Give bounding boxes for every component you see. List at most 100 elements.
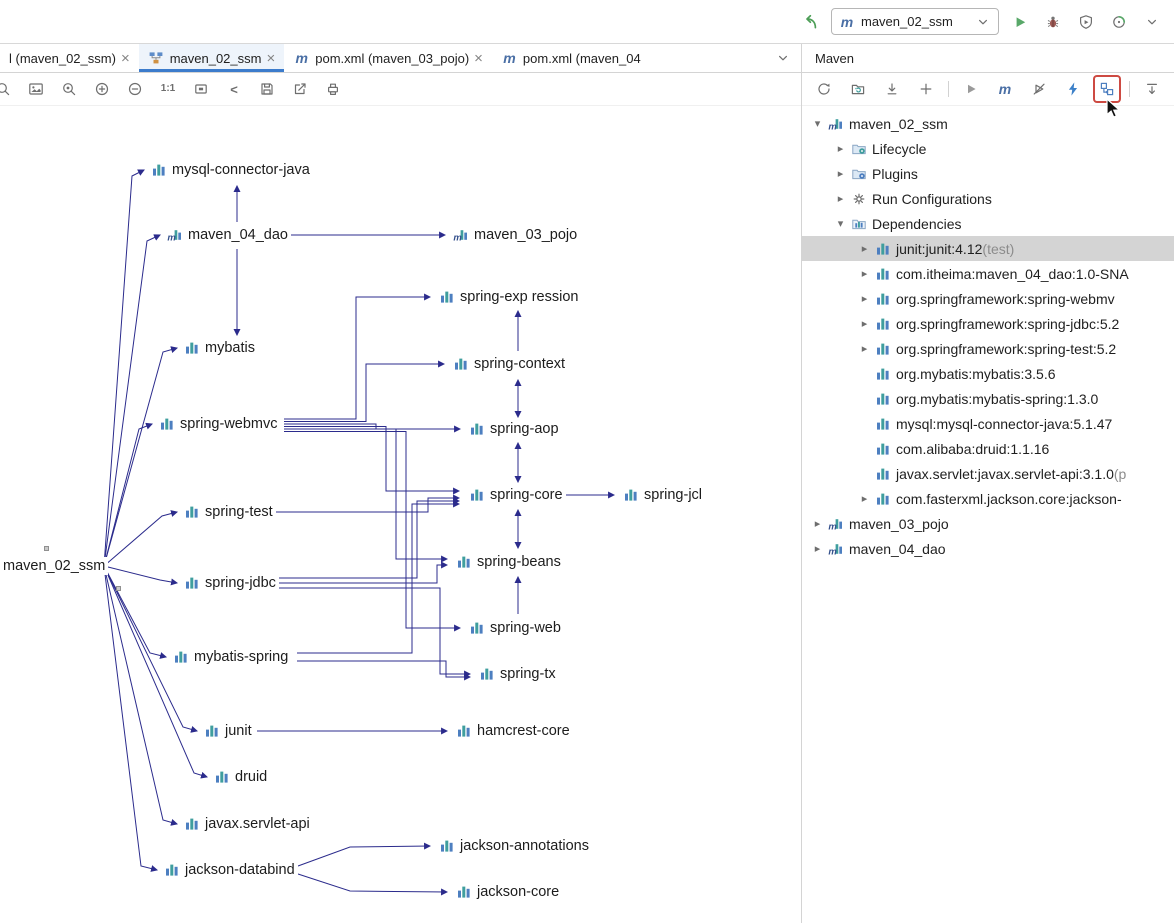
profiler-icon[interactable] <box>1107 10 1131 34</box>
tree-row-plugins[interactable]: ▸Plugins <box>802 161 1174 186</box>
maven-settings-icon[interactable]: m <box>998 81 1012 97</box>
chevron-expanded-icon[interactable]: ▾ <box>814 118 821 130</box>
tree-row-dependencies[interactable]: ▾Dependencies <box>802 211 1174 236</box>
dependency-edge-maven-02-ssm-to-spring-test <box>103 510 179 567</box>
skip-tests-icon[interactable] <box>1027 77 1051 101</box>
tree-row-com-fasterxml-jackson-core-jackson[interactable]: ▸com.fasterxml.jackson.core:jackson- <box>802 486 1174 511</box>
node-label: mysql-connector-java <box>172 162 310 178</box>
diagram-node-mybatis-spring[interactable]: mybatis-spring <box>172 648 292 666</box>
diagram-node-spring-context[interactable]: spring-context <box>452 355 569 373</box>
tab-maven-02-ssm[interactable]: maven_02_ssm× <box>138 44 285 72</box>
node-label: spring-jcl <box>644 487 703 503</box>
diagram-node-jackson-databind[interactable]: jackson-databind <box>163 861 298 879</box>
zoom-in-icon[interactable] <box>90 77 114 101</box>
selection-handle[interactable] <box>116 586 121 591</box>
diagram-node-hamcrest-core[interactable]: hamcrest-core <box>455 722 573 740</box>
chevron-collapsed-icon[interactable]: ▸ <box>861 343 868 355</box>
tree-row-run-configurations[interactable]: ▸Run Configurations <box>802 186 1174 211</box>
diagram-node-spring-webmvc[interactable]: spring-webmvc <box>158 415 281 433</box>
tree-row-org-mybatis-mybatis-3-5-6[interactable]: org.mybatis:mybatis:3.5.6 <box>802 361 1174 386</box>
tab-l-maven-02-ssm[interactable]: l (maven_02_ssm)× <box>0 44 139 72</box>
tree-row-org-springframework-spring-jdbc-5-2[interactable]: ▸org.springframework:spring-jdbc:5.2 <box>802 311 1174 336</box>
tree-row-mysql-mysql-connector-java-5-1-47[interactable]: mysql:mysql-connector-java:5.1.47 <box>802 411 1174 436</box>
tree-row-lifecycle[interactable]: ▸Lifecycle <box>802 136 1174 161</box>
zoom-out-icon[interactable] <box>123 77 147 101</box>
close-tab-icon[interactable]: × <box>120 49 130 67</box>
run-button-icon[interactable] <box>1008 10 1032 34</box>
hidden-tabs-button[interactable] <box>771 46 795 70</box>
download-sources-icon[interactable] <box>880 77 904 101</box>
chevron-collapsed-icon[interactable]: ▸ <box>837 193 844 205</box>
print-icon[interactable] <box>321 77 345 101</box>
fit-content-icon[interactable] <box>189 77 213 101</box>
close-tab-icon[interactable]: × <box>474 49 483 67</box>
diagram-node-mysql-connector-java[interactable]: mysql-connector-java <box>150 161 313 179</box>
chevron-collapsed-icon[interactable]: ▸ <box>837 168 844 180</box>
chevron-down-icon[interactable] <box>1140 10 1164 34</box>
diagram-node-spring-jcl[interactable]: spring-jcl <box>622 486 706 504</box>
diagram-node-spring-jdbc[interactable]: spring-jdbc <box>183 574 279 592</box>
chevron-expanded-icon[interactable]: ▾ <box>837 218 844 230</box>
back-arrow-icon[interactable] <box>798 10 822 34</box>
chevron-collapsed-icon[interactable]: ▸ <box>861 493 868 505</box>
coverage-icon[interactable] <box>1074 10 1098 34</box>
diagram-node-spring-core[interactable]: spring-core <box>468 486 566 504</box>
diagram-node-spring-test[interactable]: spring-test <box>183 503 276 521</box>
dependency-edge-maven-02-ssm-to-junit <box>103 565 199 733</box>
tab-label: maven_02_ssm <box>169 50 262 66</box>
diagram-node-jackson-core[interactable]: jackson-core <box>455 883 563 901</box>
preview-icon[interactable] <box>57 77 81 101</box>
snapshot-icon[interactable] <box>24 77 48 101</box>
show-dependencies-icon[interactable] <box>1095 77 1119 101</box>
tree-row-org-mybatis-mybatis-spring-1-3-0[interactable]: org.mybatis:mybatis-spring:1.3.0 <box>802 386 1174 411</box>
diagram-node-mybatis[interactable]: mybatis <box>183 339 258 357</box>
apply-layout-icon[interactable]: < <box>230 81 238 97</box>
selection-handle[interactable] <box>44 546 49 551</box>
magnifier-icon[interactable] <box>0 77 15 101</box>
diagram-node-jackson-annotations[interactable]: jackson-annotations <box>438 837 592 855</box>
diagram-node-spring-web[interactable]: spring-web <box>468 619 564 637</box>
collapse-all-icon[interactable] <box>1140 77 1164 101</box>
refresh-icon[interactable] <box>812 77 836 101</box>
tree-row-com-itheima-maven-04-dao-1-0-sna[interactable]: ▸com.itheima:maven_04_dao:1.0-SNA <box>802 261 1174 286</box>
diagram-node-spring-aop[interactable]: spring-aop <box>468 420 562 438</box>
close-tab-icon[interactable]: × <box>266 49 276 67</box>
debug-icon[interactable] <box>1041 10 1065 34</box>
generate-sources-icon[interactable] <box>846 77 870 101</box>
tree-row-com-alibaba-druid-1-1-16[interactable]: com.alibaba:druid:1.1.16 <box>802 436 1174 461</box>
export-icon[interactable] <box>288 77 312 101</box>
diagram-node-javax-servlet-api[interactable]: javax.servlet-api <box>183 815 313 833</box>
diagram-node-maven-02-ssm[interactable]: maven_02_ssm <box>2 557 109 575</box>
chevron-collapsed-icon[interactable]: ▸ <box>861 268 868 280</box>
chevron-collapsed-icon[interactable]: ▸ <box>814 518 821 530</box>
run-goal-icon[interactable] <box>959 77 983 101</box>
chevron-collapsed-icon[interactable]: ▸ <box>837 143 844 155</box>
add-icon[interactable] <box>914 77 938 101</box>
chevron-collapsed-icon[interactable]: ▸ <box>861 293 868 305</box>
diagram-node-junit[interactable]: junit <box>203 722 255 740</box>
chevron-collapsed-icon[interactable]: ▸ <box>861 318 868 330</box>
tree-row-junit-junit-4-12[interactable]: ▸junit:junit:4.12 (test) <box>802 236 1174 261</box>
lib-icon <box>874 290 892 308</box>
tree-row-org-springframework-spring-webmv[interactable]: ▸org.springframework:spring-webmv <box>802 286 1174 311</box>
chevron-collapsed-icon[interactable]: ▸ <box>861 243 868 255</box>
tree-row-javax-servlet-javax-servlet-api-3-1-0[interactable]: javax.servlet:javax.servlet-api:3.1.0 (p <box>802 461 1174 486</box>
actual-size-icon[interactable]: 1:1 <box>160 83 176 94</box>
diagram-node-spring-expression[interactable]: spring-exp ression <box>438 288 582 306</box>
offline-mode-icon[interactable] <box>1061 77 1085 101</box>
diagram-node-druid[interactable]: druid <box>213 768 271 786</box>
diagram-node-spring-tx[interactable]: spring-tx <box>478 665 559 683</box>
save-icon[interactable] <box>255 77 279 101</box>
diagram-node-spring-beans[interactable]: spring-beans <box>455 553 564 571</box>
chevron-collapsed-icon[interactable]: ▸ <box>814 543 821 555</box>
tree-row-org-springframework-spring-test-5-2[interactable]: ▸org.springframework:spring-test:5.2 <box>802 336 1174 361</box>
